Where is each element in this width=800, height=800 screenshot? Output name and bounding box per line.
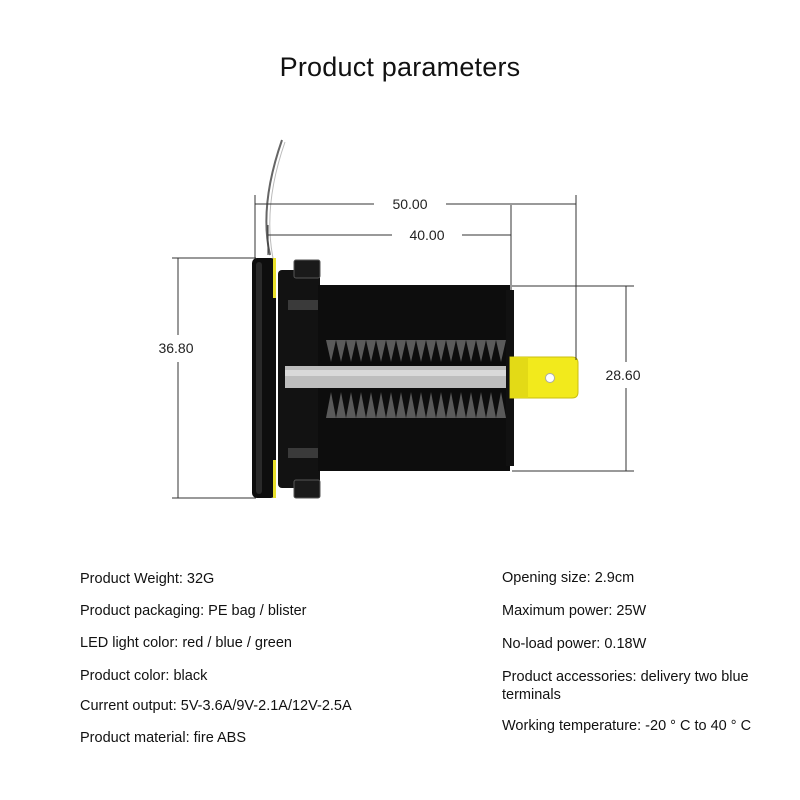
- spec-weight: Product Weight: 32G: [80, 571, 215, 587]
- thread-tooth: [406, 392, 416, 418]
- spec-packaging: Product packaging: PE bag / blister: [80, 603, 307, 619]
- thread-tooth: [496, 340, 506, 362]
- thread-tooth: [326, 340, 336, 362]
- thread-tooth: [486, 392, 496, 418]
- flange: [252, 258, 276, 498]
- thread-tooth: [446, 392, 456, 418]
- dimension-body-diameter: 28.60: [605, 367, 640, 383]
- spec-accessories: Product accessories: delivery two blue t…: [502, 669, 749, 703]
- thread-tooth: [346, 340, 356, 362]
- thread-tooth: [436, 340, 446, 362]
- spec-max-power: Maximum power: 25W: [502, 603, 647, 619]
- spec-color: Product color: black: [80, 668, 208, 684]
- page-title: Product parameters: [279, 52, 521, 82]
- spec-material: Product material: fire ABS: [80, 730, 247, 746]
- thread-tooth: [416, 340, 426, 362]
- thread-tooth: [386, 392, 396, 418]
- thread-tooth: [446, 340, 456, 362]
- thread-tooth: [376, 392, 386, 418]
- thread-tooth: [456, 392, 466, 418]
- thread-tooth: [346, 392, 356, 418]
- thread-tooth: [356, 392, 366, 418]
- thread-tooth: [456, 340, 466, 362]
- thread-tooth: [336, 340, 346, 362]
- thread-tooth: [356, 340, 366, 362]
- thread-tooth: [376, 340, 386, 362]
- dimension-total-length: 50.00: [392, 196, 427, 212]
- thread-tooth: [476, 340, 486, 362]
- thread-tooth: [466, 340, 476, 362]
- terminal-hole: [545, 373, 555, 383]
- spec-current-output: Current output: 5V-3.6A/9V-2.1A/12V-2.5A: [80, 698, 352, 714]
- thread-tooth: [436, 392, 446, 418]
- thread-tooth: [326, 392, 336, 418]
- thread-tooth: [426, 340, 436, 362]
- spec-noload-power: No-load power: 0.18W: [502, 636, 647, 652]
- flange-edge: [273, 258, 276, 298]
- thread-tooth: [486, 340, 496, 362]
- dimension-flange-height: 36.80: [158, 340, 193, 356]
- thread-tooth: [426, 392, 436, 418]
- thread-tooth: [336, 392, 346, 418]
- body-highlight: [285, 366, 507, 388]
- thread-tooth: [476, 392, 486, 418]
- spec-led-color: LED light color: red / blue / green: [80, 635, 292, 651]
- threads: [326, 340, 506, 418]
- thread-tooth: [366, 392, 376, 418]
- spec-working-temperature: Working temperature: -20 ° C to 40 ° C: [502, 718, 752, 734]
- dimension-body-length: 40.00: [409, 227, 444, 243]
- wire-inner: [269, 141, 286, 259]
- thread-tooth: [466, 392, 476, 418]
- spec-opening-size: Opening size: 2.9cm: [502, 570, 635, 586]
- thread-tooth: [406, 340, 416, 362]
- thread-tooth: [396, 392, 406, 418]
- thread-tooth: [386, 340, 396, 362]
- thread-tooth: [366, 340, 376, 362]
- thread-tooth: [496, 392, 506, 418]
- thread-tooth: [416, 392, 426, 418]
- thread-tooth: [396, 340, 406, 362]
